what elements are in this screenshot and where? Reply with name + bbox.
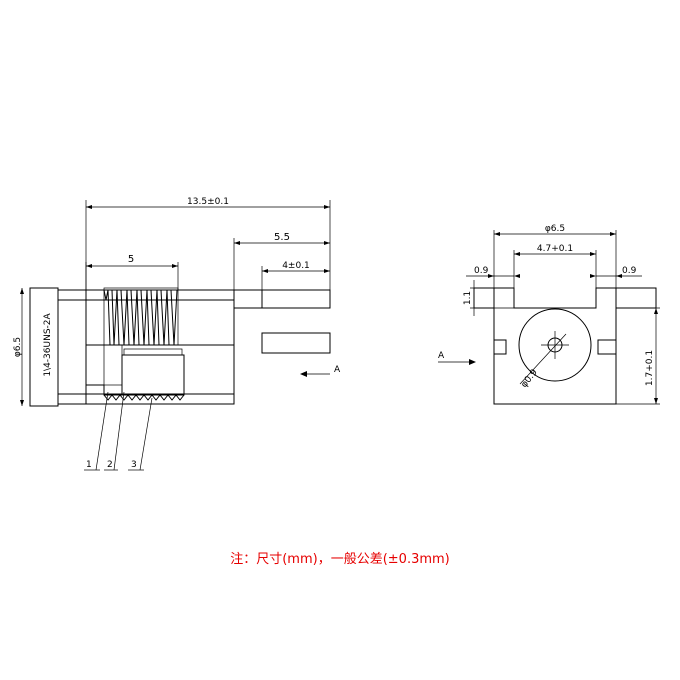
callouts: 1 2 3 (84, 391, 153, 471)
side-view: 13.5±0.1 5.5 4±0.1 5 φ6.5 1\4-36UNS-2A (13, 197, 341, 471)
dim-left-pin-width: 0.9 (474, 266, 489, 276)
end-center-circle (518, 308, 592, 382)
side-pins (233, 289, 331, 354)
dim-pin-height: 1.1 (463, 291, 473, 305)
dim-pin-offset: 4±0.1 (282, 261, 310, 271)
end-view-arrow: A (438, 351, 476, 365)
end-view-arrow-label: A (438, 351, 445, 361)
dim-right-pin-width: 0.9 (622, 266, 637, 276)
insulator-section (86, 344, 185, 401)
dim-total-length: 13.5±0.1 (187, 197, 229, 207)
side-view-arrow: A (300, 365, 341, 377)
dim-pin-to-base: 1.7+0.1 (645, 350, 655, 386)
dim-thread-length: 5 (128, 254, 134, 265)
side-dimensions: 13.5±0.1 5.5 4±0.1 5 φ6.5 1\4-36UNS-2A (13, 197, 331, 406)
callout-2: 2 (107, 460, 113, 470)
dim-width: φ6.5 (545, 224, 565, 234)
callout-3: 3 (131, 460, 137, 470)
callout-1: 1 (86, 460, 92, 470)
thread-teeth (103, 287, 179, 346)
end-right-pin (615, 287, 657, 309)
dim-pin-length: 5.5 (274, 232, 290, 243)
dim-hole: φ0.9 (519, 368, 540, 390)
end-dimensions: φ6.5 4.7+0.1 0.9 0.9 1.1 1.7+0 (463, 224, 660, 405)
dim-diameter: φ6.5 (13, 337, 23, 357)
end-left-pin (473, 287, 495, 309)
dim-pin-spacing: 4.7+0.1 (537, 244, 573, 254)
side-view-arrow-label: A (334, 365, 341, 375)
thread-spec: 1\4-36UNS-2A (43, 312, 53, 376)
tolerance-note: 注：尺寸(mm)，一般公差(±0.3mm) (230, 552, 450, 567)
end-view: φ0.9 φ6.5 4.7+0.1 0.9 0.9 (438, 224, 660, 405)
